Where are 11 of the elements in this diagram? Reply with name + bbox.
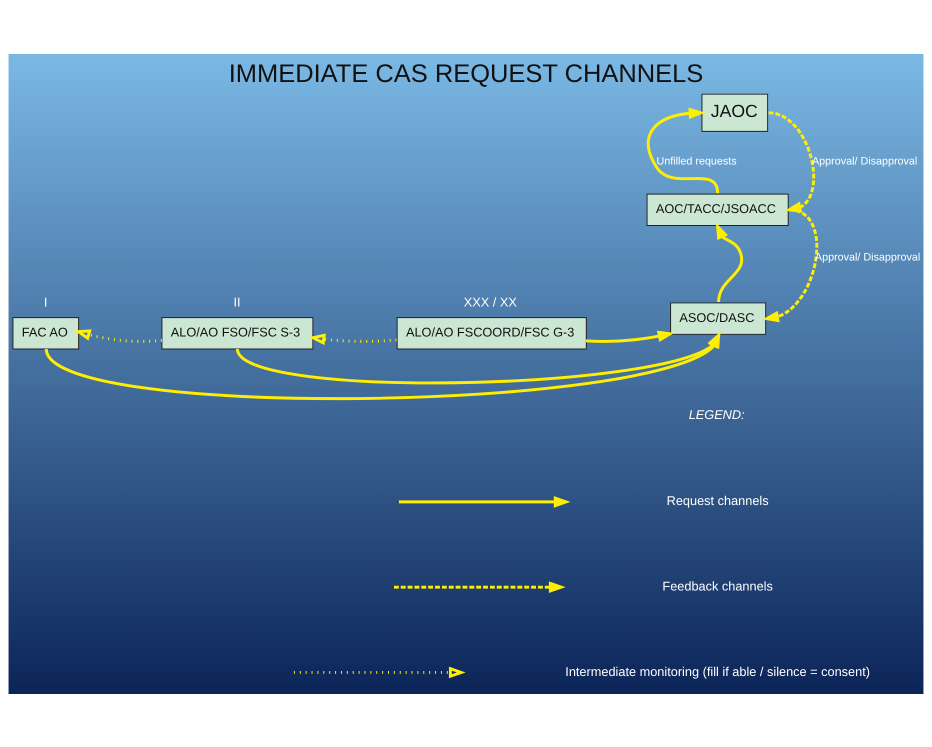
node-label: II [233, 294, 241, 309]
node-label: I [44, 294, 48, 309]
diagram-title: IMMEDIATE CAS REQUEST CHANNELS [228, 60, 704, 88]
edge-label: Approval/ Disapproval [812, 155, 918, 168]
node-label: XXX / XX [464, 294, 517, 309]
legend-label: Intermediate monitoring (fill if able / silence = consent) [565, 663, 870, 678]
legend-label: Request channels [666, 492, 769, 508]
legend-label: Feedback channels [662, 578, 773, 593]
edge-label: Unfilled requests [656, 155, 737, 168]
label: LEGEND: [688, 406, 745, 422]
edge-label: Approval/ Disapproval [814, 251, 920, 264]
